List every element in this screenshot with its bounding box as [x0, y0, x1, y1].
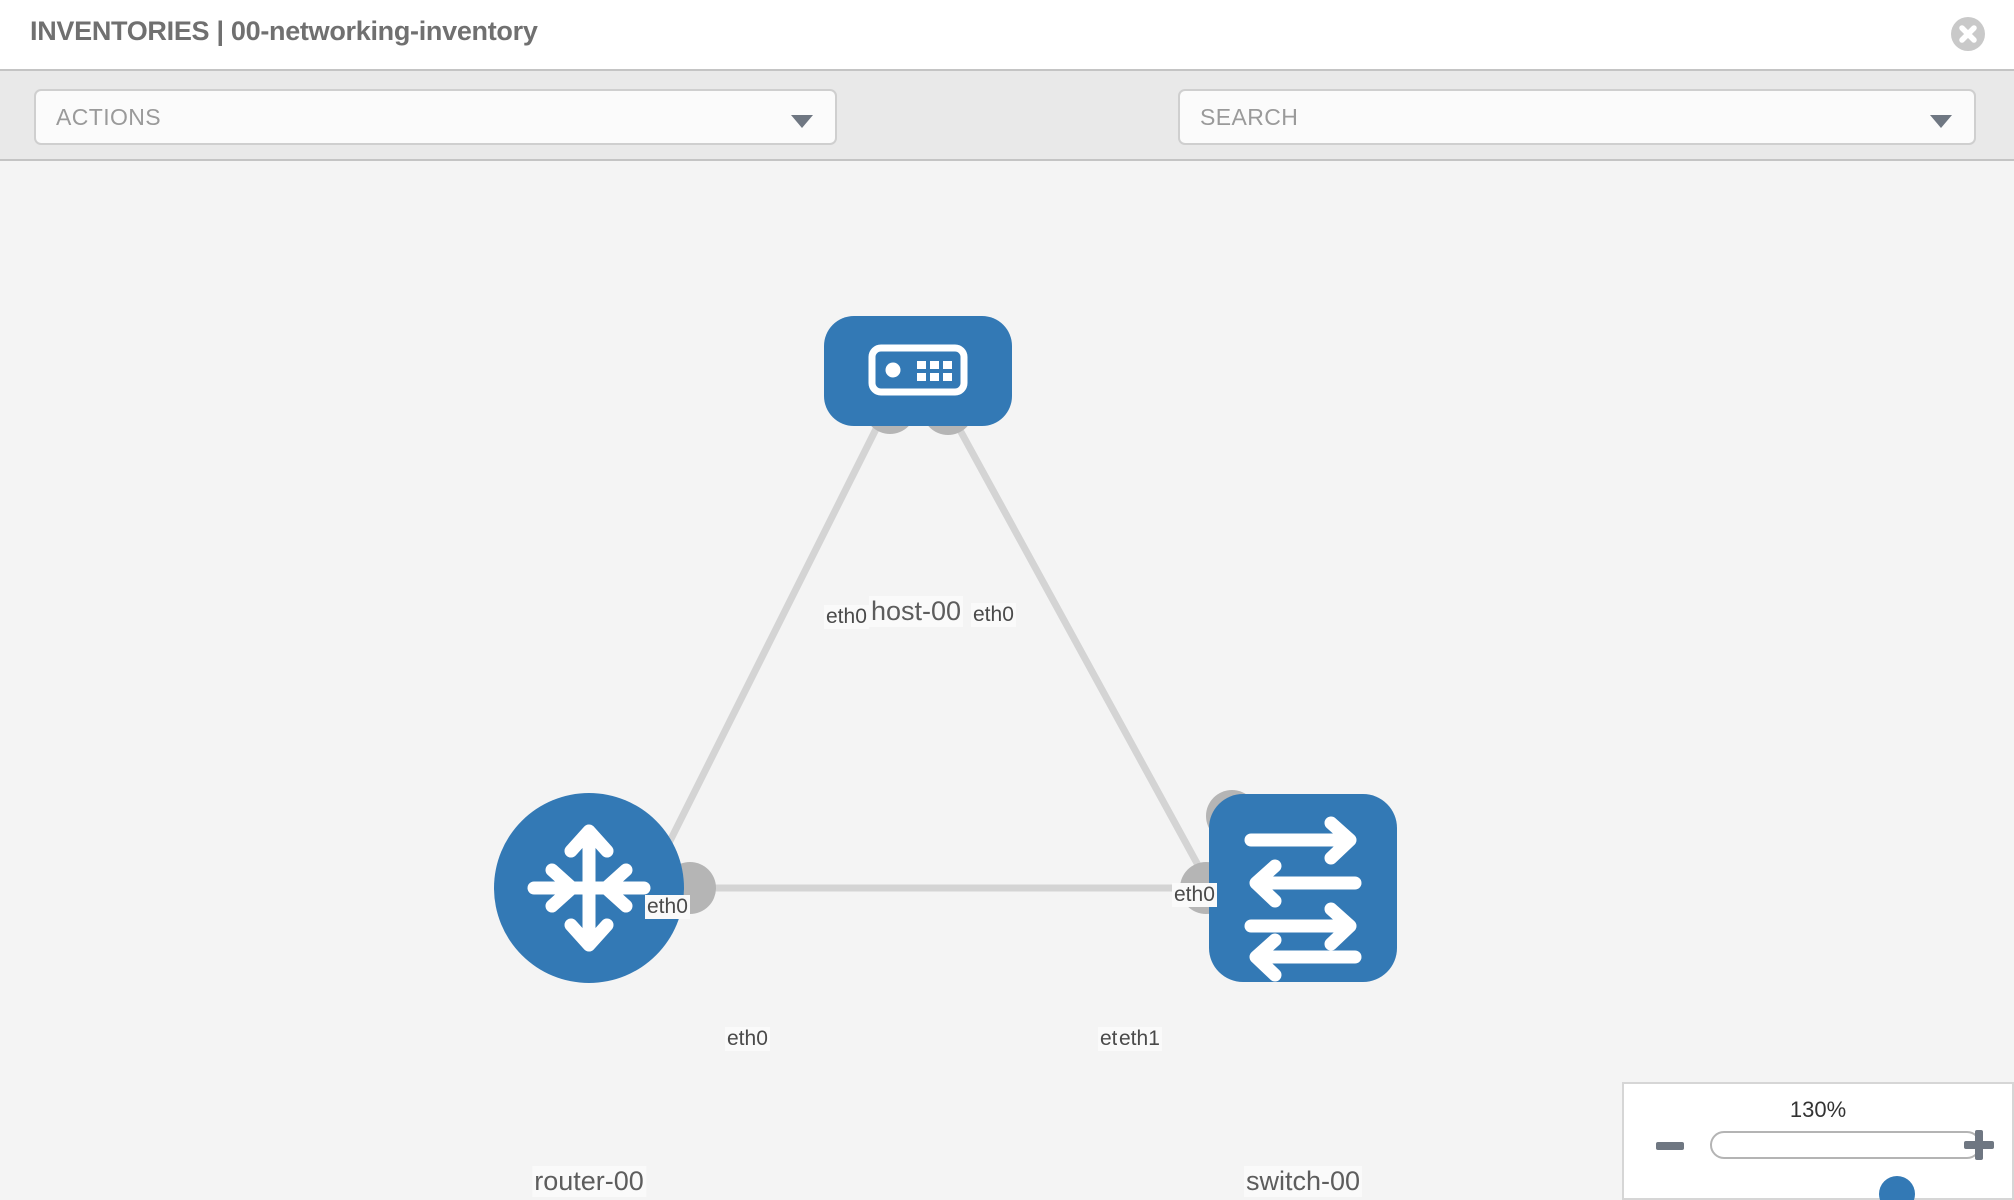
node-label-router-00: router-00	[532, 1166, 646, 1197]
iface-label: eth0	[645, 895, 690, 919]
toolbar: ACTIONS SEARCH	[0, 69, 2014, 200]
node-switch-00	[1209, 794, 1397, 982]
zoom-level-value: 130%	[1789, 1097, 1847, 1122]
zoom-slider-track[interactable]	[1710, 1131, 1981, 1200]
topology-canvas[interactable]: host-00 router-00 switch-00 eth0 eth0 et…	[0, 161, 2014, 1200]
switch-arrows-icon	[1244, 816, 1362, 982]
node-router-00	[494, 793, 684, 983]
zoom-in-button[interactable]	[1964, 1130, 1994, 1160]
iface-label: eth1	[1117, 1027, 1162, 1051]
iface-label: eth0	[1172, 883, 1217, 907]
router-arrows-icon	[527, 824, 651, 952]
link-host-router	[636, 419, 884, 903]
iface-label: eth0	[824, 605, 869, 629]
actions-dropdown-label: ACTIONS	[56, 104, 162, 130]
page-header: INVENTORIES | 00-networking-inventory	[0, 0, 2014, 69]
topology-links	[636, 419, 1249, 953]
server-icon	[868, 344, 968, 396]
zoom-out-button[interactable]	[1656, 1142, 1684, 1150]
link-host-switch	[951, 419, 1249, 953]
search-placeholder: SEARCH	[1200, 104, 1299, 130]
zoom-slider-thumb[interactable]	[1879, 1176, 1915, 1200]
iface-label: eth0	[971, 603, 1016, 627]
iface-label: eth0	[725, 1027, 770, 1051]
close-icon[interactable]	[1951, 17, 1985, 51]
node-label-host-00: host-00	[868, 596, 964, 627]
actions-dropdown[interactable]: ACTIONS	[34, 89, 837, 145]
node-host-00	[824, 316, 1012, 426]
chevron-down-icon[interactable]	[1930, 115, 1952, 128]
chevron-down-icon	[791, 115, 813, 128]
topology-graph	[494, 316, 1397, 983]
page-title: INVENTORIES | 00-networking-inventory	[30, 16, 538, 46]
node-label-switch-00: switch-00	[1243, 1166, 1363, 1197]
topology-ports	[664, 382, 1258, 914]
zoom-control-panel: 130%	[1622, 1082, 2014, 1200]
search-input[interactable]: SEARCH	[1178, 89, 1976, 145]
